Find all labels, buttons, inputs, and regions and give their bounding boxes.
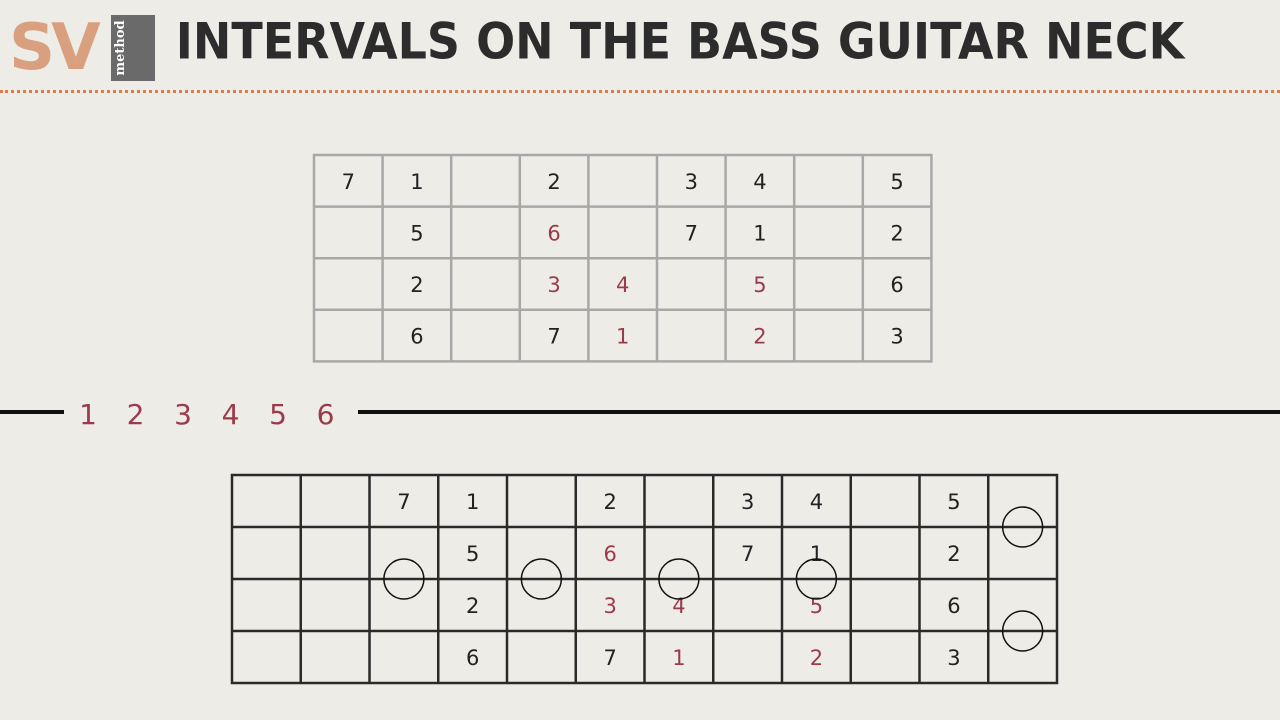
bottom_grid-interval-label: 5: [947, 490, 960, 514]
top_grid-interval-label: 2: [753, 325, 766, 349]
number-line-digit: 6: [317, 398, 335, 431]
top_grid-interval-label: 4: [753, 170, 766, 194]
top_grid-interval-label: 1: [410, 170, 423, 194]
bottom_grid-interval-label: 1: [466, 490, 479, 514]
top_grid-interval-label: 1: [753, 221, 766, 245]
logo-tab: [111, 15, 155, 81]
fret-marker-circle: [383, 558, 425, 600]
bottom_grid-interval-label: 6: [947, 594, 960, 618]
number-line-digit: 1: [79, 398, 97, 431]
fret-marker-circle: [520, 558, 563, 600]
bottom_grid-interval-label: 3: [741, 490, 754, 514]
top_grid-interval-label: 6: [547, 221, 560, 245]
top_grid-interval-label: 2: [890, 221, 903, 245]
top_grid-interval-label: 1: [616, 325, 629, 349]
bottom_grid-interval-label: 4: [672, 594, 685, 618]
bottom_grid-interval-label: 2: [810, 646, 823, 670]
top_grid-interval-label: 4: [616, 273, 629, 297]
top_grid-interval-label: 7: [685, 221, 698, 245]
bottom_grid-interval-label: 5: [810, 594, 823, 618]
bottom_grid-interval-label: 2: [603, 490, 616, 514]
top_grid-interval-label: 2: [547, 170, 560, 194]
bottom_grid-interval-label: 7: [741, 542, 754, 566]
bottom_grid-interval-label: 7: [603, 646, 616, 670]
fret-marker-circle: [1001, 506, 1044, 548]
top_grid-interval-label: 2: [410, 273, 423, 297]
bottom_grid-interval-label: 4: [810, 490, 823, 514]
bottom_grid-interval-label: 3: [603, 594, 616, 618]
top_grid-interval-label: 3: [685, 170, 698, 194]
bottom_grid-interval-label: 5: [466, 542, 479, 566]
bottom_grid-interval-label: 6: [466, 646, 479, 670]
top_grid-interval-label: 6: [890, 273, 903, 297]
bottom_grid-interval-label: 1: [672, 646, 685, 670]
top_grid-interval-label: 5: [890, 170, 903, 194]
top_grid-interval-label: 6: [410, 325, 423, 349]
number-line-digit: 3: [174, 398, 192, 431]
bottom_grid-interval-label: 2: [947, 542, 960, 566]
top_grid-interval-label: 5: [753, 273, 766, 297]
top_grid-interval-label: 3: [890, 325, 903, 349]
page-title: INTERVALS ON THE BASS GUITAR NECK: [175, 11, 1185, 71]
bottom_grid-interval-label: 7: [397, 490, 410, 514]
bottom_grid-interval-label: 2: [466, 594, 479, 618]
top_grid-interval-label: 7: [547, 325, 560, 349]
bottom_grid-interval-label: 3: [947, 646, 960, 670]
title-divider: [0, 90, 1280, 93]
top_grid-interval-label: 7: [342, 170, 355, 194]
number-line-digit: 2: [127, 398, 145, 431]
top_grid-interval-label: 3: [547, 273, 560, 297]
number-line-digit: 4: [222, 398, 240, 431]
fret-marker-circle: [795, 558, 838, 600]
fret-marker-circle: [1001, 610, 1044, 652]
bottom_grid-interval-label: 6: [603, 542, 616, 566]
fret-marker-circle: [658, 558, 700, 600]
sv-method-logo: SV method: [9, 11, 155, 85]
top_grid-interval-label: 5: [410, 221, 423, 245]
number-line-digit: 5: [269, 398, 287, 431]
bottom_grid-interval-label: 1: [810, 542, 823, 566]
logo-letters: SV: [9, 11, 101, 85]
